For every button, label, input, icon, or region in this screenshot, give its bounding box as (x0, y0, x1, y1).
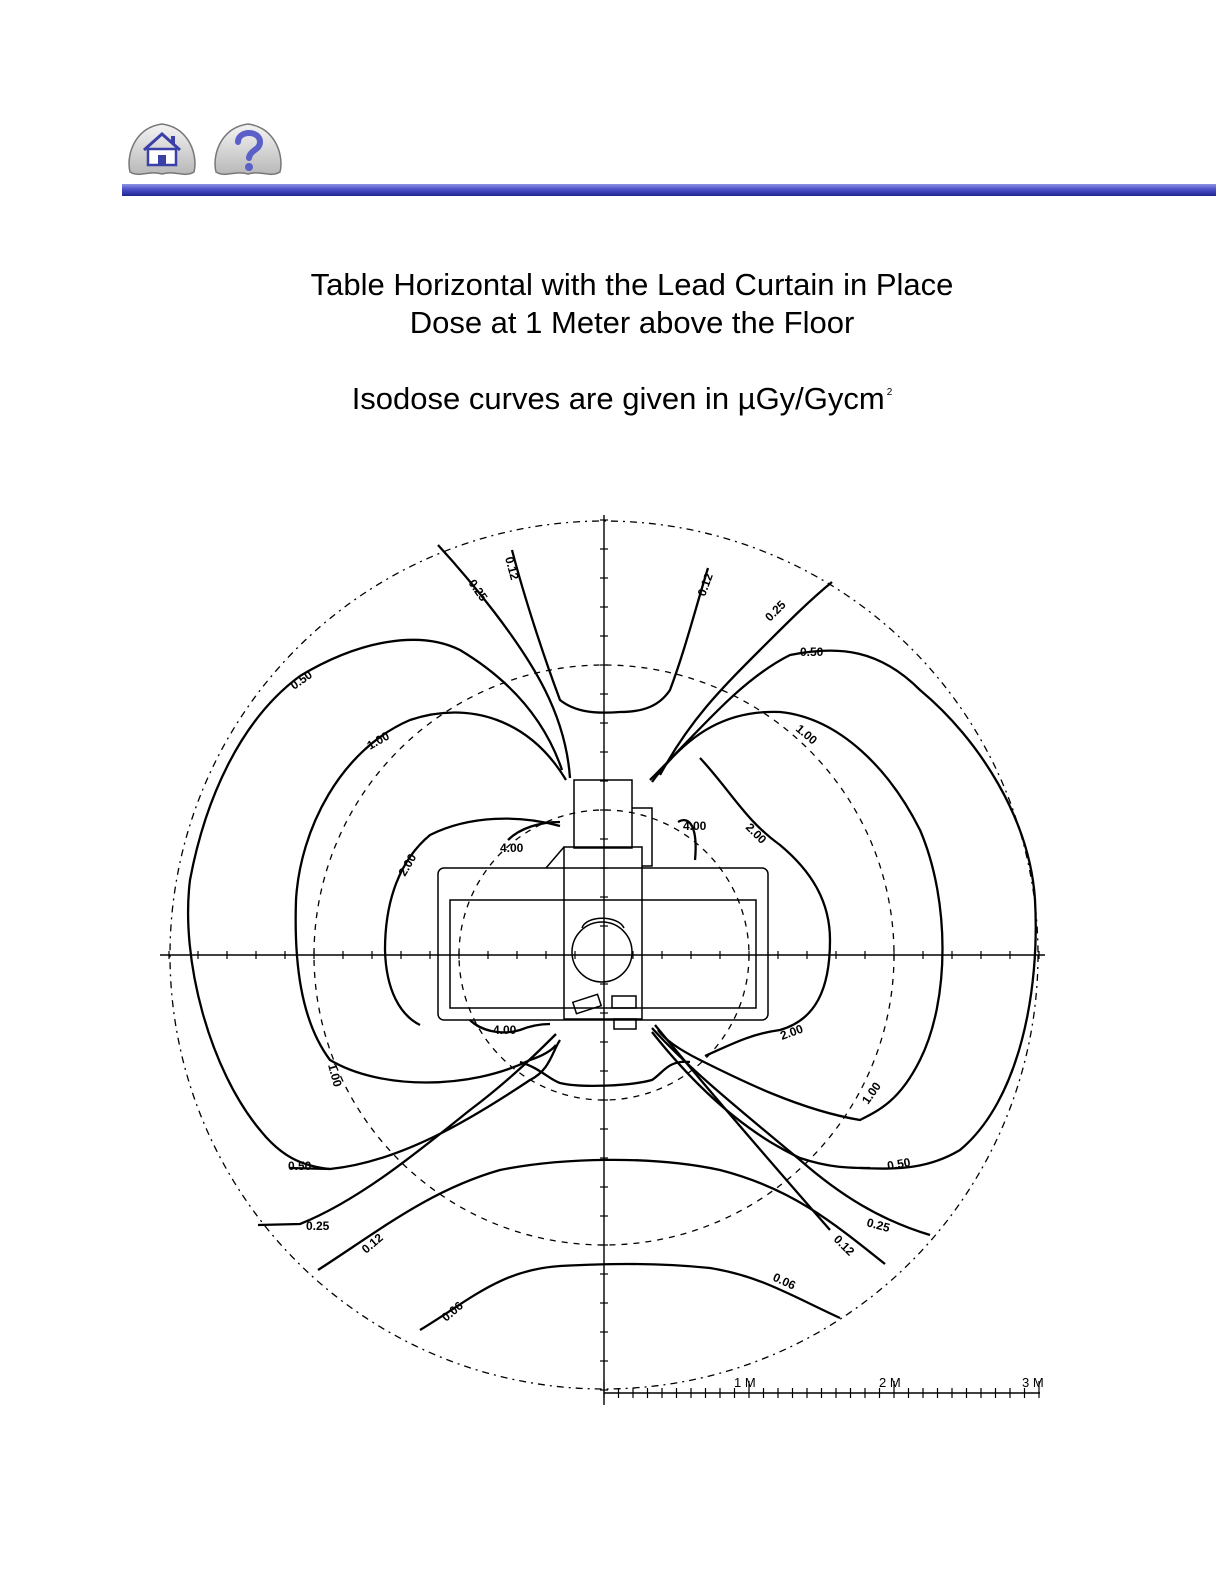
scale-label-2m: 2 M (879, 1375, 901, 1390)
tube-head (572, 922, 632, 982)
table-outer (438, 868, 768, 1020)
contour-0-25-bottom-left (258, 1034, 556, 1225)
c-arm-body (564, 847, 642, 1019)
contour-0-12-bottom-right (655, 1025, 830, 1230)
table-inner (450, 900, 756, 1008)
contour-0-12-bottom (318, 1160, 885, 1270)
label-2-00: 2.00 (395, 851, 419, 879)
label-0-12: 0.12 (359, 1230, 386, 1256)
scale-label-3m: 3 M (1022, 1375, 1044, 1390)
isodose-curves (188, 545, 1036, 1330)
contour-0-50-outer (188, 676, 330, 1169)
label-4-00: 4.00 (493, 1023, 517, 1037)
label-0-25: 0.25 (762, 597, 789, 624)
contour-0-25-bottom-right (652, 1028, 930, 1235)
label-0-06: 0.06 (771, 1270, 798, 1293)
label-0-50: 0.50 (886, 1155, 912, 1173)
label-1-00: 1.00 (859, 1079, 884, 1106)
arm-link-left (546, 847, 564, 868)
scale-label-1m: 1 M (734, 1375, 756, 1390)
scale-ticks (604, 1381, 1039, 1398)
label-0-50: 0.50 (288, 667, 315, 692)
contour-labels: 0.12 0.25 0.12 0.25 0.50 0.50 1.00 1.00 … (288, 555, 912, 1324)
scale-labels: 1 M 2 M 3 M (734, 1375, 1044, 1390)
contour-2-00-left (385, 819, 560, 1025)
contour-0-50-top-left (300, 640, 562, 770)
label-0-50: 0.50 (288, 1159, 312, 1173)
label-0-12: 0.12 (695, 571, 716, 598)
contour-1-00-right (652, 712, 943, 1120)
label-0-50: 0.50 (800, 645, 824, 659)
label-0-12: 0.12 (831, 1232, 858, 1259)
image-intensifier (574, 780, 632, 848)
control-left (573, 994, 601, 1013)
label-1-00: 1.00 (793, 722, 820, 748)
contour-2-00-right (700, 758, 830, 1056)
control-right (612, 996, 636, 1008)
contour-0-12-top-left (512, 550, 708, 713)
label-0-25: 0.25 (306, 1219, 330, 1233)
equipment-outline (438, 780, 768, 1029)
label-0-12: 0.12 (502, 555, 522, 581)
label-2-00: 2.00 (743, 820, 770, 847)
label-2-00: 2.00 (778, 1022, 805, 1043)
label-4-00: 4.00 (500, 841, 524, 855)
label-4-00: 4.00 (683, 819, 707, 833)
